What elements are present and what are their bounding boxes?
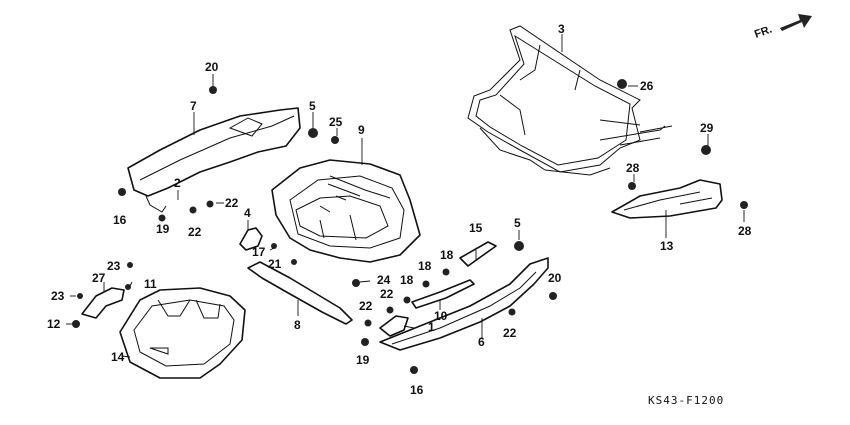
callout-4: 4: [244, 206, 251, 220]
callout-3: 3: [558, 22, 565, 36]
callout-29: 29: [700, 121, 714, 135]
part-strip-right: [411, 279, 475, 309]
bolt-icon: [628, 182, 636, 190]
part-rear-strip: [247, 261, 353, 325]
collar-icon: [158, 214, 166, 222]
callout-13: 13: [660, 239, 674, 253]
screw-icon: [127, 262, 133, 268]
part-grille: [379, 315, 409, 337]
callout-22: 22: [188, 225, 202, 239]
diagram-code: KS43-F1200: [648, 394, 724, 407]
callout-9: 9: [358, 123, 365, 137]
callout-6: 6: [478, 335, 485, 349]
screw-icon: [291, 259, 297, 265]
callout-5: 5: [309, 99, 316, 113]
fasteners: [72, 79, 748, 374]
part-left-side-cover: [127, 107, 301, 213]
callout-20: 20: [548, 271, 562, 285]
callout-17: 17: [252, 245, 266, 259]
callout-18: 18: [440, 248, 454, 262]
callout-19: 19: [356, 353, 370, 367]
callout-22: 22: [359, 299, 373, 313]
callout-2: 2: [174, 176, 181, 190]
callout-18: 18: [400, 273, 414, 287]
cushion-icon: [442, 268, 450, 276]
bolt-icon: [118, 188, 126, 196]
screw-icon: [189, 206, 197, 214]
part-small-bracket: [81, 287, 125, 319]
screw-icon: [386, 306, 394, 314]
callout-7: 7: [190, 99, 197, 113]
callout-25: 25: [329, 115, 343, 129]
clip-icon: [271, 243, 277, 249]
callout-14: 14: [111, 350, 125, 364]
cushion-icon: [422, 280, 430, 288]
callout-10: 10: [434, 309, 448, 323]
screw-icon: [77, 293, 83, 299]
callout-22: 22: [380, 287, 394, 301]
callout-11: 11: [144, 277, 157, 291]
front-arrow-icon: [780, 14, 812, 31]
bolt-icon: [740, 201, 748, 209]
callout-28: 28: [626, 161, 640, 175]
callout-22: 22: [225, 196, 239, 210]
screw-icon: [508, 308, 516, 316]
bolt-icon: [410, 366, 418, 374]
nut-icon: [331, 136, 339, 144]
grommet-icon: [308, 128, 318, 138]
callout-22: 22: [503, 326, 517, 340]
part-under-cover: [119, 287, 246, 379]
callout-labels: 3 26 29 28 28 13 20 7 5 25 9 2 22 16 19 …: [47, 22, 752, 397]
nut-icon: [352, 279, 360, 287]
bolt-icon: [549, 292, 557, 300]
callout-20: 20: [205, 60, 219, 74]
callout-12: 12: [47, 317, 61, 331]
part-luggage-box: [271, 159, 421, 263]
callout-19: 19: [156, 222, 170, 236]
front-label: FR.: [753, 23, 774, 40]
bolt-icon: [72, 320, 80, 328]
callout-23: 23: [51, 289, 65, 303]
callout-21: 21: [268, 257, 282, 271]
cushion-icon: [403, 296, 411, 304]
part-right-side-cover: [379, 257, 549, 351]
callout-8: 8: [294, 318, 301, 332]
part-trim-plate: [459, 241, 497, 267]
callout-28: 28: [738, 224, 752, 238]
screw-icon: [364, 319, 372, 327]
callout-27: 27: [92, 271, 106, 285]
part-bracket: [611, 179, 723, 219]
callout-15: 15: [469, 221, 483, 235]
callout-26: 26: [640, 79, 654, 93]
callout-18: 18: [418, 259, 432, 273]
callout-24: 24: [377, 273, 391, 287]
bolt-icon: [209, 86, 217, 94]
grommet-icon: [514, 241, 524, 251]
nut-icon: [617, 79, 627, 89]
front-direction-indicator: FR.: [753, 14, 812, 41]
callout-23: 23: [107, 259, 121, 273]
part-rear-frame: [467, 25, 673, 176]
screw-icon: [206, 200, 214, 208]
collar-icon: [361, 338, 369, 346]
callout-16: 16: [113, 213, 127, 227]
bolt-icon: [701, 145, 711, 155]
leader-lines: [66, 34, 745, 358]
clip-icon: [125, 284, 131, 290]
callout-16: 16: [410, 383, 424, 397]
callout-1: 1: [428, 320, 435, 334]
callout-5: 5: [514, 216, 521, 230]
